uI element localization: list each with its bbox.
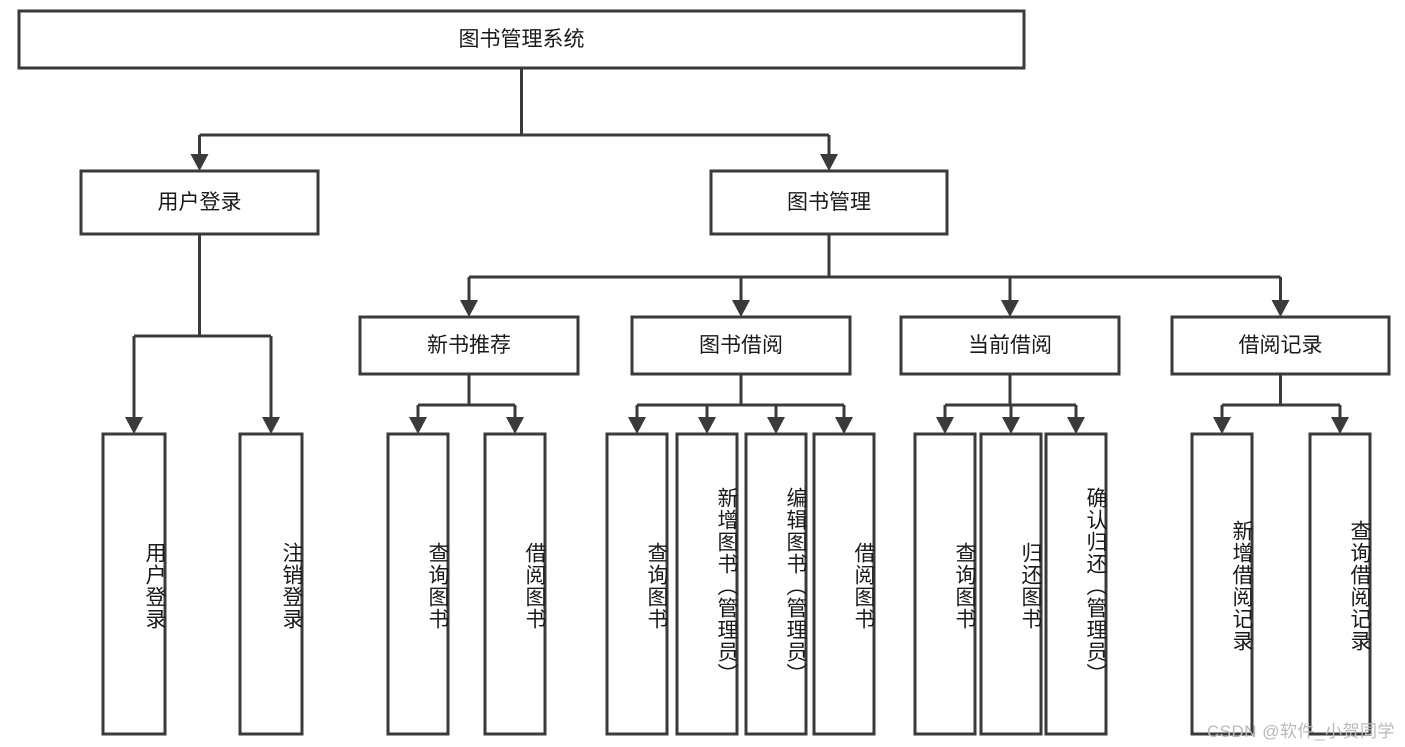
node-leaf_add_book[interactable] (675, 432, 739, 736)
arrow-head-leaf_borrow_book_1 (506, 417, 524, 434)
node-box-leaf_confirm_return (1044, 432, 1108, 736)
node-leaf_edit_book[interactable] (744, 432, 808, 736)
node-box-leaf_logout (238, 432, 304, 736)
arrow-head-leaf_query_book_2 (628, 417, 646, 434)
arrow-head-leaf_login (125, 417, 143, 434)
node-book_borrow[interactable]: 图书借阅 (630, 315, 852, 376)
arrow-head-leaf_borrow_book_2 (835, 417, 853, 434)
node-user_login[interactable]: 用户登录 (79, 169, 320, 236)
node-box-leaf_add_record (1190, 432, 1254, 736)
arrow-head-leaf_add_book (698, 417, 716, 434)
node-box-leaf_borrow_book_2 (812, 432, 876, 736)
node-current_borrow[interactable]: 当前借阅 (899, 315, 1121, 376)
node-root[interactable]: 图书管理系统 (17, 9, 1026, 70)
arrow-head-new_book_rec (460, 300, 478, 317)
arrow-head-leaf_query_book_3 (936, 417, 954, 434)
node-box-user_login (79, 169, 320, 236)
node-box-root (17, 9, 1026, 70)
node-leaf_login[interactable] (101, 432, 167, 736)
node-leaf_borrow_book_1[interactable] (483, 432, 547, 736)
node-leaf_logout[interactable] (238, 432, 304, 736)
node-box-leaf_query_book_1 (386, 432, 450, 736)
node-leaf_query_book_1[interactable] (386, 432, 450, 736)
arrow-head-leaf_return_book (1002, 417, 1020, 434)
arrow-head-leaf_logout (262, 417, 280, 434)
node-box-leaf_login (101, 432, 167, 736)
arrow-head-book_manage (820, 154, 838, 171)
node-book_manage[interactable]: 图书管理 (709, 169, 949, 236)
node-box-leaf_query_record (1308, 432, 1372, 736)
node-leaf_query_book_3[interactable] (913, 432, 977, 736)
arrow-head-borrow_record (1271, 300, 1290, 317)
node-borrow_record[interactable]: 借阅记录 (1170, 315, 1391, 376)
arrow-head-leaf_query_book_1 (409, 417, 427, 434)
arrow-head-leaf_edit_book (767, 417, 785, 434)
node-box-leaf_borrow_book_1 (483, 432, 547, 736)
arrow-head-current_borrow (1001, 300, 1019, 317)
node-label-new_book_rec: 新书推荐 (427, 334, 511, 357)
node-box-borrow_record (1170, 315, 1391, 376)
node-leaf_add_record[interactable] (1190, 432, 1254, 736)
node-box-book_borrow (630, 315, 852, 376)
connector-layer (125, 68, 1349, 434)
node-box-new_book_rec (358, 315, 580, 376)
watermark-credit: CSDN @软件_小贺同学 (1206, 722, 1395, 741)
node-leaf_confirm_return[interactable] (1044, 432, 1108, 736)
arrow-head-book_borrow (732, 300, 750, 317)
node-label-root: 图书管理系统 (459, 28, 585, 51)
arrow-head-user_login (190, 154, 209, 171)
node-box-leaf_return_book (979, 432, 1043, 736)
node-leaf_borrow_book_2[interactable] (812, 432, 876, 736)
node-new_book_rec[interactable]: 新书推荐 (358, 315, 580, 376)
node-leaf_return_book[interactable] (979, 432, 1043, 736)
node-leaf_query_record[interactable] (1308, 432, 1372, 736)
node-leaf_query_book_2[interactable] (605, 432, 669, 736)
node-label-current_borrow: 当前借阅 (968, 334, 1052, 357)
arrow-head-leaf_query_record (1331, 417, 1349, 434)
arrow-head-leaf_confirm_return (1067, 417, 1085, 434)
node-box-current_borrow (899, 315, 1121, 376)
node-box-leaf_query_book_3 (913, 432, 977, 736)
arrow-head-leaf_add_record (1213, 417, 1231, 434)
node-box-book_manage (709, 169, 949, 236)
node-label-book_borrow: 图书借阅 (699, 334, 783, 357)
node-label-user_login: 用户登录 (158, 191, 242, 214)
node-box-leaf_query_book_2 (605, 432, 669, 736)
node-label-book_manage: 图书管理 (787, 191, 871, 214)
node-label-borrow_record: 借阅记录 (1239, 334, 1323, 357)
node-box-leaf_add_book (675, 432, 739, 736)
node-box-leaf_edit_book (744, 432, 808, 736)
